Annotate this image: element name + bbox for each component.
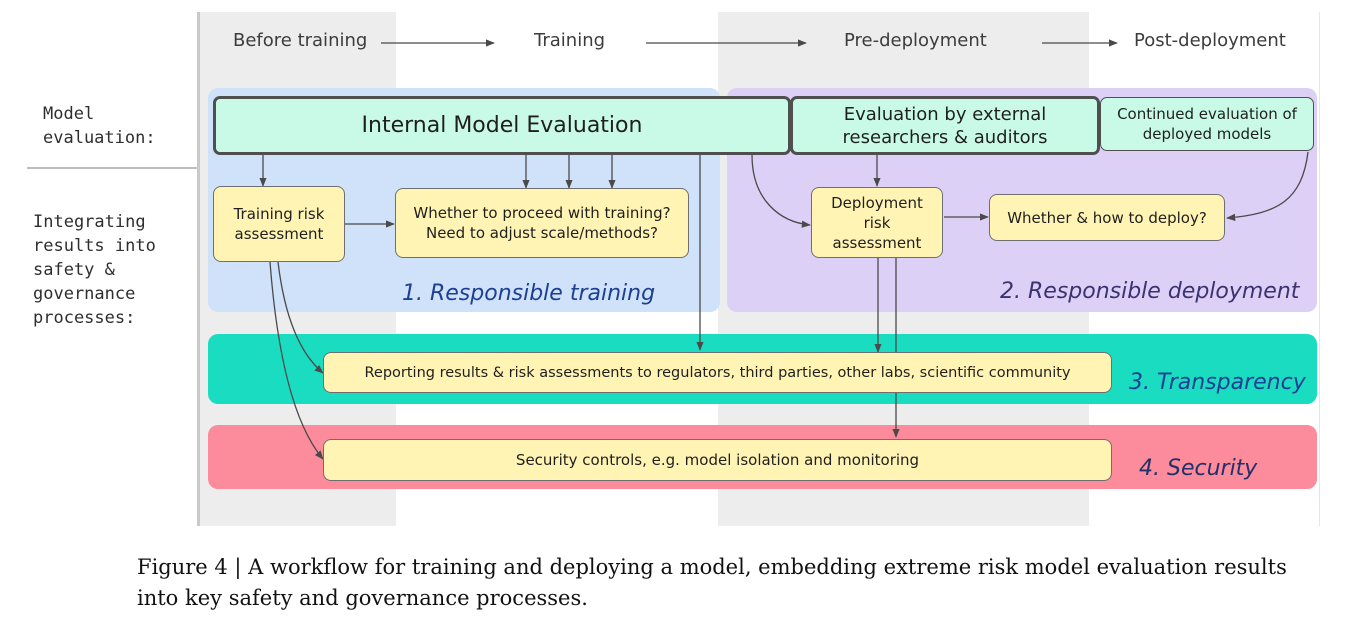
row-label-integrating-results: Integrating results into safety & govern… [33,212,156,328]
row-label-model-evaluation: Model evaluation: [43,104,156,148]
row-label-divider-horizontal [27,167,197,169]
arrow-training-risk-to-reporting [277,261,324,374]
phase-label-post-deployment: Post-deployment [1134,30,1286,51]
internal-model-evaluation-box: Internal Model Evaluation [213,96,791,155]
how-to-deploy-box: Whether & how to deploy? [989,194,1225,241]
transparency-title: 3. Transparency [1129,370,1306,395]
row-label-divider-vertical [197,12,200,526]
phase-label-pre-deployment: Pre-deployment [844,30,987,51]
continued-evaluation-box: Continued evaluation of deployed models [1100,97,1314,151]
security-title: 4. Security [1139,456,1258,481]
responsible-deployment-title: 2. Responsible deployment [1000,279,1300,304]
training-risk-assessment-box: Training risk assessment [213,186,345,262]
arrow-training-risk-to-security [269,261,324,460]
phase-label-before-training: Before training [233,30,368,51]
external-evaluation-box: Evaluation by external researchers & aud… [790,96,1100,155]
reporting-results-box: Reporting results & risk assessments to … [323,352,1112,393]
proceed-with-training-box: Whether to proceed with training? Need t… [395,188,689,258]
responsible-training-title: 1. Responsible training [402,281,656,306]
security-controls-box: Security controls, e.g. model isolation … [323,439,1112,481]
phase-label-training: Training [534,30,606,51]
deployment-risk-assessment-box: Deployment risk assessment [811,187,943,258]
arrow-internal-to-deployment-risk [751,154,811,228]
figure-caption: Figure 4 | A workflow for training and d… [137,555,1287,610]
arrow-continued-to-deploy [1226,151,1309,221]
